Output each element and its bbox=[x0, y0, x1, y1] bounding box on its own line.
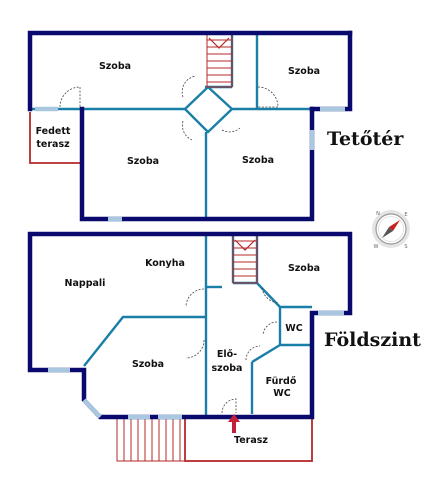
ground-door-swings bbox=[185, 287, 280, 414]
compass-needle-south bbox=[382, 227, 393, 238]
covered-terrace-label-line2: terasz bbox=[36, 139, 70, 150]
wc-label: WC bbox=[285, 323, 302, 334]
upper-windows bbox=[35, 106, 345, 222]
living-room-label: Nappali bbox=[65, 278, 106, 289]
upper-stairs bbox=[206, 32, 233, 88]
ground-floor-title: Földszint bbox=[324, 329, 421, 351]
compass-east-letter: E bbox=[404, 212, 407, 218]
entrance-steps bbox=[116, 417, 186, 462]
upper-room-bottom-right-label: Szoba bbox=[242, 155, 274, 166]
compass-north-letter: N bbox=[376, 211, 380, 217]
kitchen-label: Konyha bbox=[145, 258, 185, 269]
upper-outer-walls bbox=[27, 30, 353, 222]
upper-room-bottom-left-label: Szoba bbox=[127, 156, 159, 167]
ground-stairs bbox=[232, 233, 258, 284]
ground-windows bbox=[48, 310, 344, 420]
upper-room-top-right-label: Szoba bbox=[288, 66, 320, 77]
covered-terrace-label-line1: Fedett bbox=[36, 126, 71, 137]
compass-south-letter: S bbox=[404, 244, 407, 250]
compass-needle-north bbox=[389, 220, 400, 231]
upper-door-swings bbox=[59, 75, 279, 141]
bathroom-label-line2: WC bbox=[273, 388, 290, 399]
terrace-label: Terasz bbox=[234, 435, 268, 446]
upper-floor bbox=[27, 30, 353, 222]
compass-icon: N E S W bbox=[372, 210, 410, 250]
entrance-arrow-icon bbox=[228, 414, 240, 433]
bathroom-label-line1: Fürdő bbox=[266, 376, 297, 387]
ground-room-left-label: Szoba bbox=[132, 359, 164, 370]
compass-west-letter: W bbox=[374, 244, 379, 250]
hall-label-line1: Elő- bbox=[217, 349, 237, 360]
upper-floor-title: Tetőtér bbox=[327, 128, 404, 150]
upper-room-top-left-label: Szoba bbox=[99, 61, 131, 72]
ground-floor bbox=[27, 231, 353, 462]
hall-label-line2: szoba bbox=[212, 363, 243, 374]
ground-room-right-label: Szoba bbox=[288, 263, 320, 274]
upper-inner-walls bbox=[30, 33, 312, 219]
covered-terrace-outline bbox=[29, 112, 82, 164]
